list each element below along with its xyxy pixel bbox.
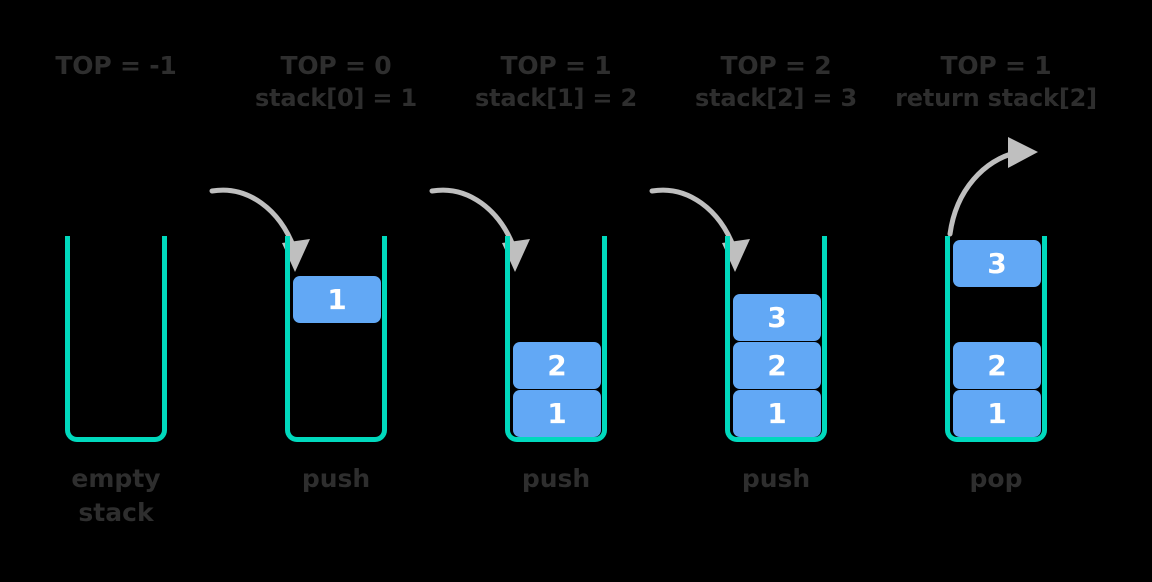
- stack-block: 2: [733, 342, 821, 389]
- stack-block: 3: [953, 240, 1041, 287]
- operation-label-empty-stack: empty stack: [6, 462, 226, 530]
- stack-container-push-2: [505, 236, 607, 442]
- stack-block: 3: [733, 294, 821, 341]
- operation-label-push-2: push: [446, 462, 666, 496]
- stack-container-push-3: [725, 236, 827, 442]
- stack-block: 2: [513, 342, 601, 389]
- stack-caption-empty-stack: TOP = -1: [6, 50, 226, 82]
- caption-line-detail: stack[1] = 2: [475, 84, 637, 112]
- operation-label-line-1: push: [741, 464, 811, 493]
- caption-line-top: TOP = 2: [720, 51, 832, 80]
- stack-block: 1: [513, 390, 601, 437]
- operation-label-line-1: push: [521, 464, 591, 493]
- caption-line-top: TOP = 0: [280, 51, 392, 80]
- caption-line-top: TOP = 1: [940, 51, 1052, 80]
- stack-container-pop-3: [945, 236, 1047, 442]
- caption-line-top: TOP = 1: [500, 51, 612, 80]
- stack-container-empty-stack: [65, 236, 167, 442]
- stack-block: 1: [953, 390, 1041, 437]
- stack-caption-push-1: TOP = 0 stack[0] = 1: [226, 50, 446, 114]
- stack-container-push-1: [285, 236, 387, 442]
- stack-column-push-1: TOP = 0 stack[0] = 1 1 push: [209, 0, 446, 582]
- operation-label-push-1: push: [226, 462, 446, 496]
- stack-block: 1: [733, 390, 821, 437]
- operation-label-line-2: stack: [78, 498, 154, 527]
- stack-caption-pop-3: TOP = 1 return stack[2]: [886, 50, 1106, 114]
- operation-label-line-1: pop: [969, 464, 1023, 493]
- operation-label-line-1: push: [301, 464, 371, 493]
- operation-label-push-3: push: [666, 462, 886, 496]
- operation-label-line-1: empty: [71, 464, 161, 493]
- stack-block: 1: [293, 276, 381, 323]
- operation-label-pop-3: pop: [886, 462, 1106, 496]
- stack-block: 2: [953, 342, 1041, 389]
- caption-line-top: TOP = -1: [55, 51, 177, 80]
- stack-column-empty-stack: TOP = -1 empty stack: [6, 0, 226, 582]
- stack-caption-push-2: TOP = 1 stack[1] = 2: [446, 50, 666, 114]
- caption-line-detail: stack[0] = 1: [255, 84, 417, 112]
- stack-blocks-empty-stack: [73, 236, 161, 442]
- caption-line-detail: stack[2] = 3: [695, 84, 857, 112]
- stack-blocks-push-1: 1: [293, 236, 381, 442]
- caption-line-detail: return stack[2]: [895, 84, 1097, 112]
- stack-caption-push-3: TOP = 2 stack[2] = 3: [666, 50, 886, 114]
